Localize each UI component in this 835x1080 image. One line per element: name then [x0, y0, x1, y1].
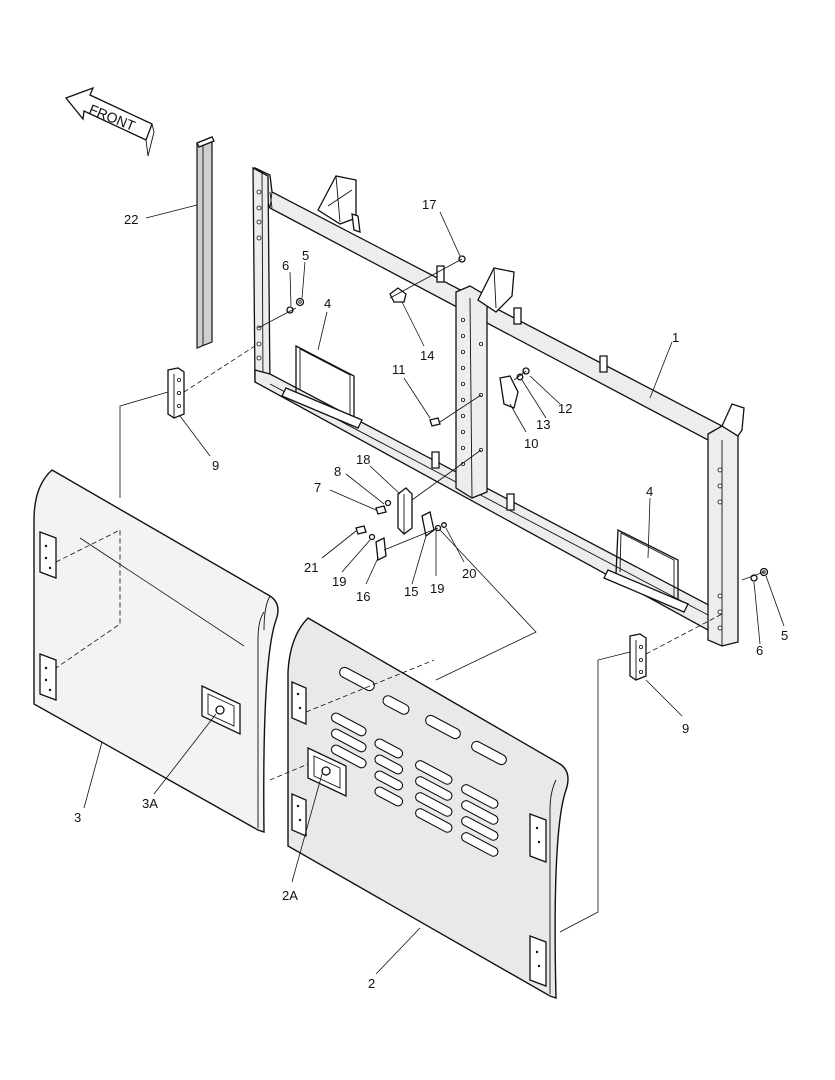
callout-2: 2	[368, 976, 375, 991]
callout-10: 10	[524, 436, 538, 451]
callout-19-right: 19	[430, 581, 444, 596]
front-arrow-icon: FRONT	[64, 86, 155, 157]
callout-8: 8	[334, 464, 341, 479]
callout-4-right: 4	[646, 484, 653, 499]
hinge-bracket-9-left	[167, 367, 185, 419]
callout-17: 17	[422, 197, 436, 212]
louver-slots	[330, 666, 507, 857]
callout-16: 16	[356, 589, 370, 604]
frame-assembly-1	[252, 166, 745, 647]
assembly-lines	[79, 258, 765, 933]
callout-5-left: 5	[302, 248, 309, 263]
callout-21: 21	[304, 560, 318, 575]
handle-4-left	[281, 344, 363, 429]
hinge-bracket-9-right	[629, 633, 647, 681]
callout-14: 14	[420, 348, 434, 363]
callout-9-left: 9	[212, 458, 219, 473]
callout-15: 15	[404, 584, 418, 599]
side-door-3	[33, 469, 279, 833]
callout-22: 22	[124, 212, 138, 227]
callout-labels: 1 2 2A 3 3A 4 4 5 5 6 6 7 8 9 9 10 11 12…	[74, 197, 788, 991]
callout-12: 12	[558, 401, 572, 416]
callout-9-right: 9	[682, 721, 689, 736]
callout-leaders	[83, 204, 785, 975]
callout-3: 3	[74, 810, 81, 825]
callout-18: 18	[356, 452, 370, 467]
callout-13: 13	[536, 417, 550, 432]
handle-4-right	[603, 528, 689, 613]
louvered-door-2	[269, 617, 569, 999]
callout-11: 11	[392, 362, 406, 377]
callout-7: 7	[314, 480, 321, 495]
callout-3a: 3A	[142, 796, 158, 811]
seal-strip-22	[196, 136, 215, 349]
callout-20: 20	[462, 566, 476, 581]
callout-6-right: 6	[756, 643, 763, 658]
callout-5-right: 5	[781, 628, 788, 643]
callout-4-left: 4	[324, 296, 331, 311]
callout-19-left: 19	[332, 574, 346, 589]
callout-6-left: 6	[282, 258, 289, 273]
callout-2a: 2A	[282, 888, 298, 903]
callout-1: 1	[672, 330, 679, 345]
